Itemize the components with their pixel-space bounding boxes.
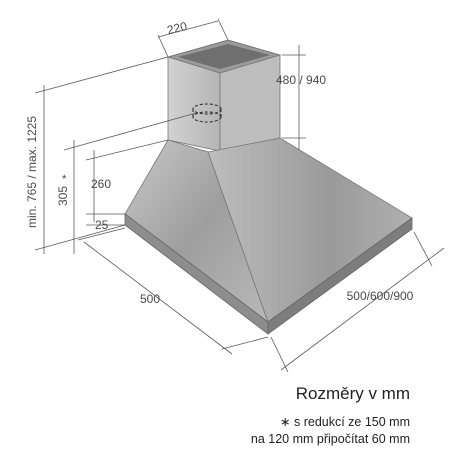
dimension-lines: [34, 18, 445, 373]
caption-title: Rozměry v mm: [295, 384, 410, 403]
dim-base-height: 25: [95, 218, 109, 232]
dimension-labels: 220 480 / 940 min. 765 / max. 1225 305 *…: [25, 19, 414, 306]
dim-outlet-asterisk: *: [62, 174, 67, 186]
chimney: [166, 39, 282, 152]
dim-outlet-height: 305: [56, 186, 70, 206]
chimney-top-opening: [178, 44, 270, 69]
canopy: [124, 137, 413, 335]
dim-canopy-height: 260: [91, 177, 111, 191]
dim-depth: 500: [140, 292, 160, 306]
canopy-base-right: [267, 217, 413, 335]
dim-total-height: min. 765 / max. 1225: [25, 116, 39, 228]
caption-note-line1: ∗ s redukcí ze 150 mm: [280, 415, 410, 429]
outlet-circle-dashed: [192, 103, 222, 123]
dim-width: 500/600/900: [347, 289, 414, 303]
dim-chimney-height: 480 / 940: [276, 73, 326, 87]
caption-note-line2: na 120 mm připočítat 60 mm: [250, 432, 410, 446]
dim-chimney-width: 220: [166, 19, 189, 38]
